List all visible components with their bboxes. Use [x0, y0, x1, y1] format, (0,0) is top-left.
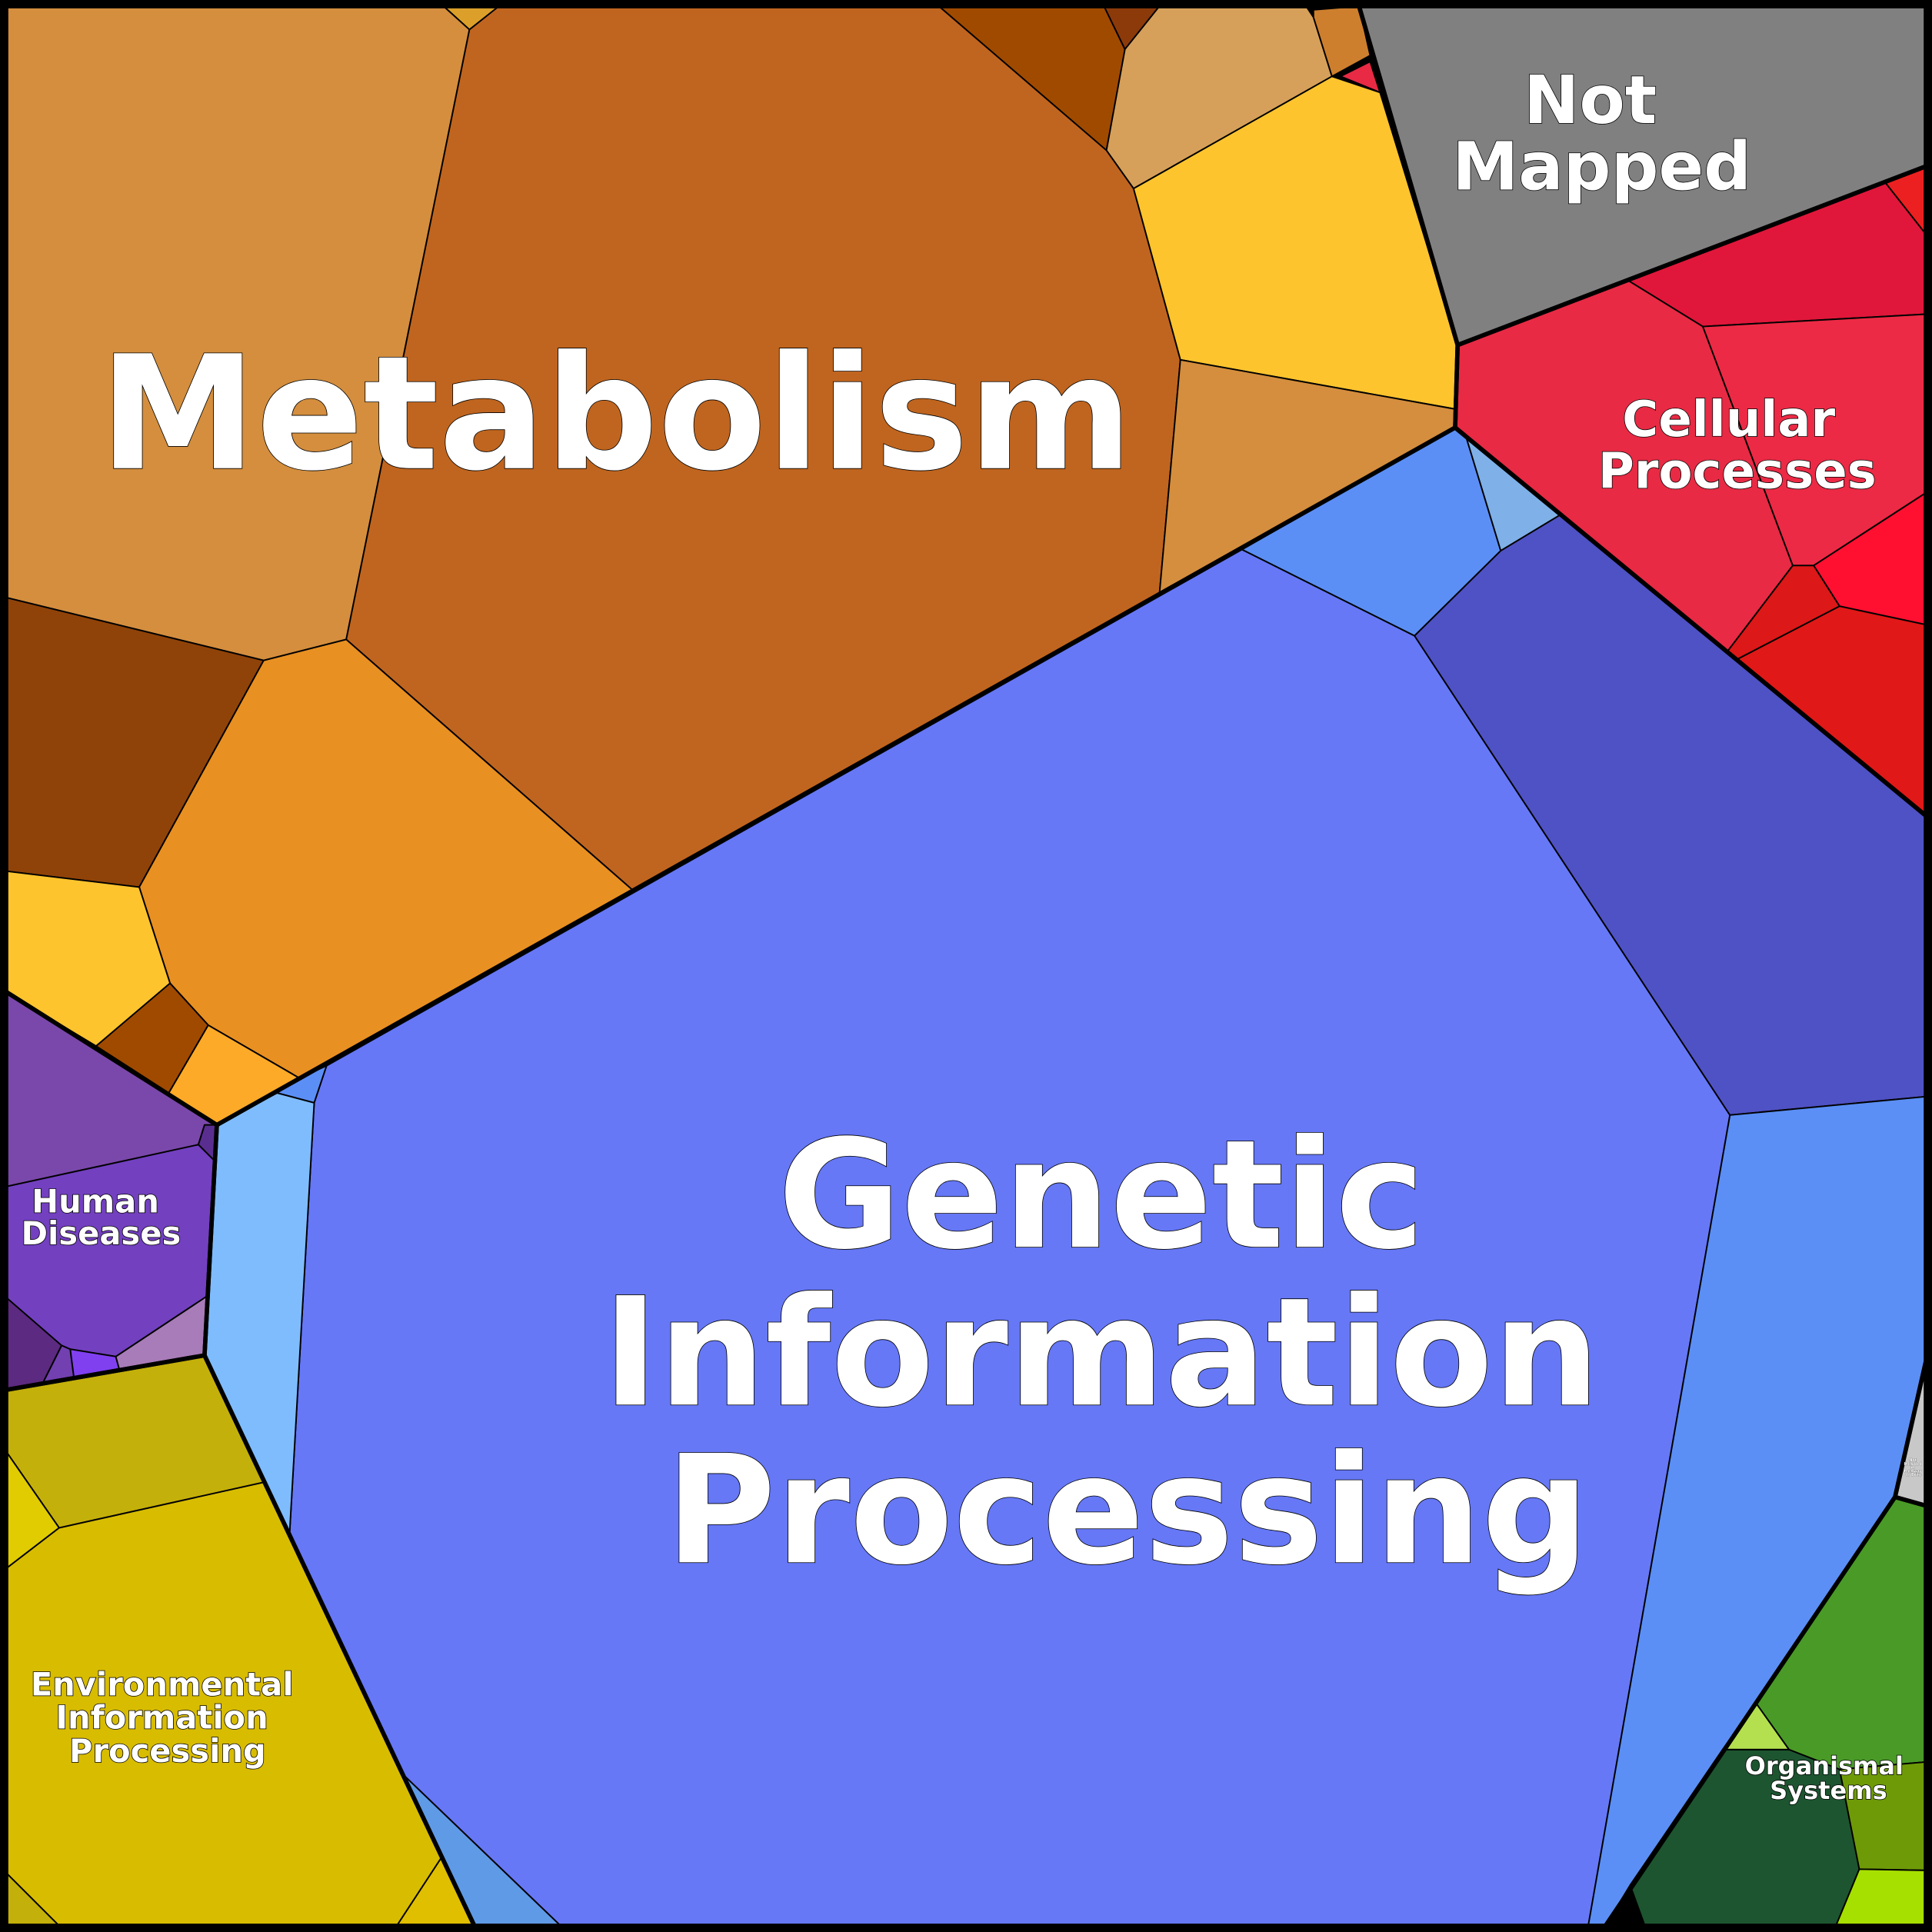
- label-metabolism: Metabolism: [99, 323, 1132, 506]
- label-cellular-processes: Cellular Processes: [1598, 391, 1877, 500]
- cell-metabolism: [1340, 61, 1381, 94]
- label-not-included: Not Included in Pathway or Brite: [1904, 1458, 1924, 1477]
- label-not-mapped: Not Mapped: [1452, 62, 1751, 206]
- label-organismal-systems: Organismal Systems: [1745, 1751, 1913, 1805]
- label-human-diseases: Human Diseases: [21, 1182, 181, 1252]
- label-genetic-information-processing: Genetic Information Processing: [602, 1108, 1652, 1598]
- label-environmental-information-processing: Environmental Information Processing: [31, 1665, 305, 1770]
